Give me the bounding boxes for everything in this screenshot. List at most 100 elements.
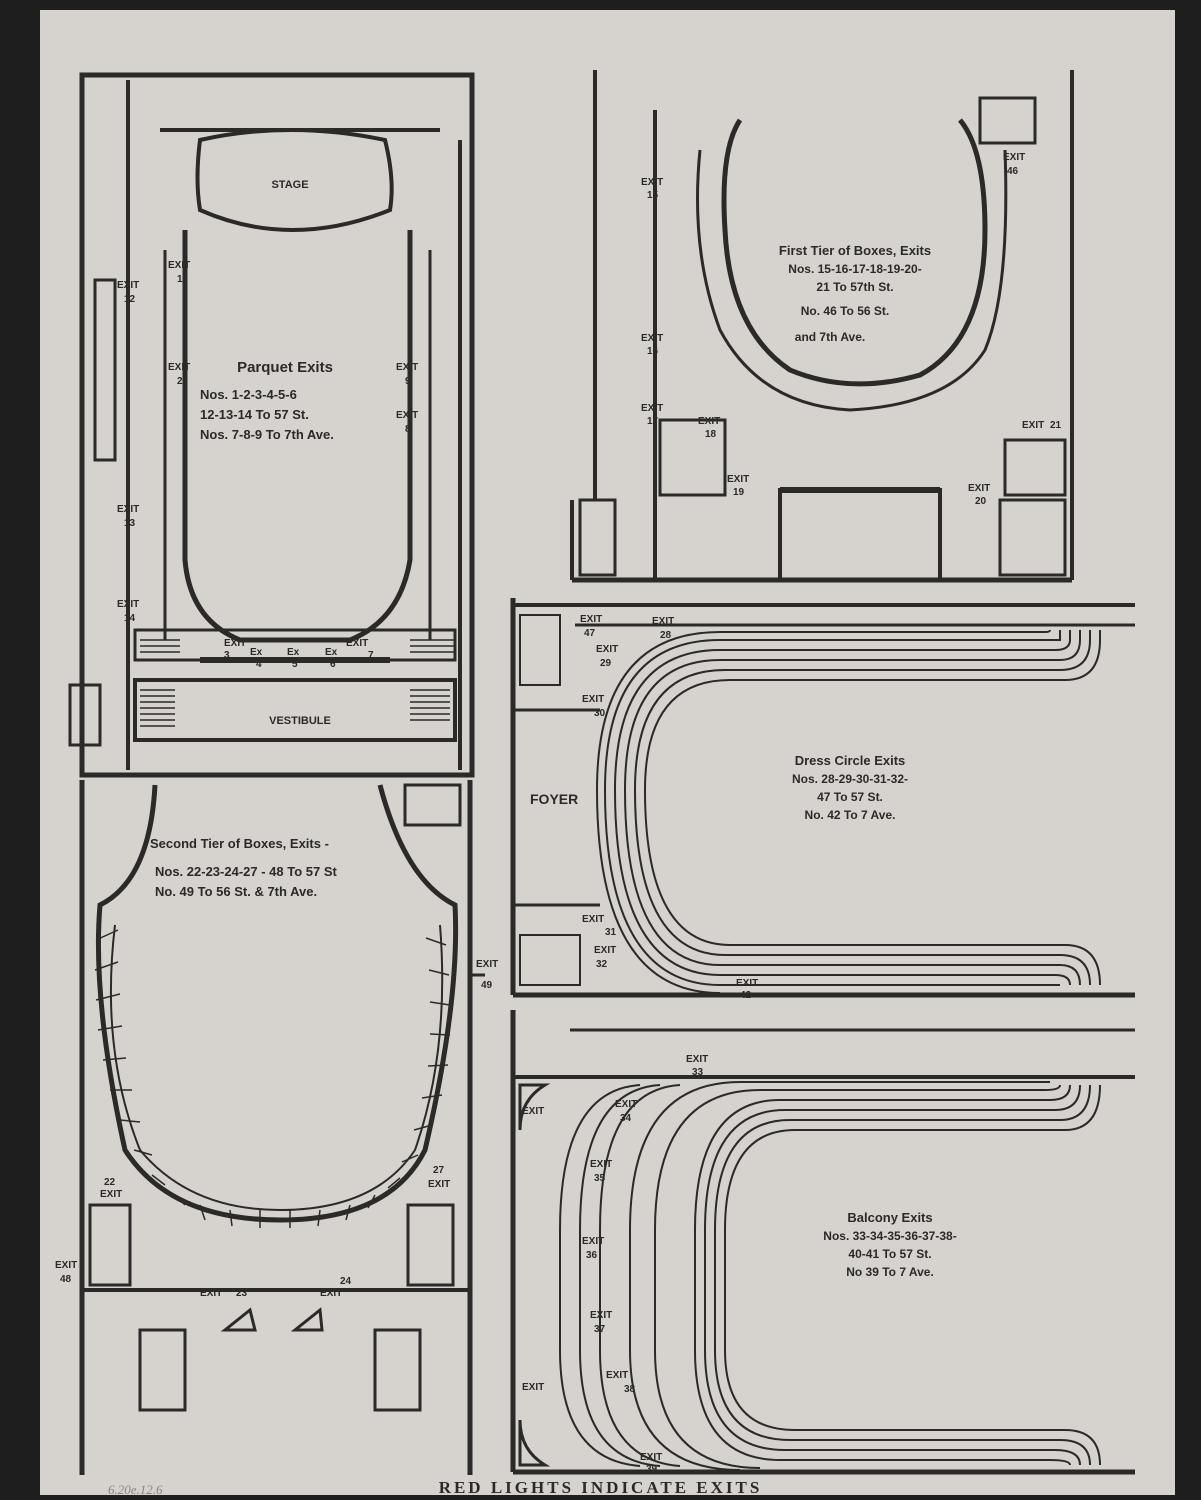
- exit-word: EXIT: [522, 1106, 544, 1117]
- parquet-title: Parquet Exits: [237, 359, 333, 376]
- first-tier-plan: First Tier of Boxes, Exits Nos. 15-16-17…: [570, 70, 1074, 583]
- exit-word: EXIT: [117, 280, 139, 291]
- exit-number: 12: [124, 294, 136, 305]
- exit-word: EXIT: [168, 260, 190, 271]
- exit-word: EXIT: [652, 616, 674, 627]
- exit-word: EXIT: [640, 1452, 662, 1463]
- first-tier-line-2: 21 To 57th St.: [816, 280, 893, 294]
- balcony-line-1: Nos. 33-34-35-36-37-38-: [823, 1229, 956, 1243]
- exit-number: 29: [600, 658, 612, 669]
- exit-word: EXIT: [168, 362, 190, 373]
- ex-word: Ex: [325, 647, 338, 658]
- exit-word: EXIT: [698, 416, 720, 427]
- exit-number: 9: [405, 376, 411, 387]
- exit-number: 49: [481, 980, 493, 991]
- exit-number: 22: [104, 1177, 116, 1188]
- exit-number: 24: [340, 1276, 352, 1287]
- second-tier-title: Second Tier of Boxes, Exits -: [150, 836, 329, 851]
- exit-word: EXIT: [200, 1288, 222, 1299]
- exit-word: EXIT: [582, 1236, 604, 1247]
- exit-number: 34: [620, 1113, 632, 1124]
- exit-word: EXIT: [594, 945, 616, 956]
- dress-circle-plan: Dress Circle Exits Nos. 28-29-30-31-32- …: [510, 598, 1135, 1001]
- first-tier-line-3: No. 46 To 56 St.: [801, 304, 889, 318]
- exit-number: 39: [646, 1464, 658, 1475]
- exit-word: EXIT: [117, 599, 139, 610]
- exit-number: 1: [177, 274, 183, 285]
- exit-number: 5: [292, 659, 298, 670]
- stage-label: STAGE: [271, 179, 308, 191]
- foyer-label: FOYER: [530, 791, 578, 807]
- exit-number: 16: [647, 346, 659, 357]
- exit-number: 6: [330, 659, 336, 670]
- dress-circle-line-2: 47 To 57 St.: [817, 790, 883, 804]
- first-tier-line-1: Nos. 15-16-17-18-19-20-: [788, 262, 921, 276]
- vestibule-label: VESTIBULE: [269, 715, 331, 727]
- exit-word: EXIT: [1022, 420, 1044, 431]
- exit-number: 3: [224, 650, 230, 661]
- exit-word: EXIT: [1003, 152, 1025, 163]
- ex-word: Ex: [287, 647, 300, 658]
- second-tier-line-1: Nos. 22-23-24-27 - 48 To 57 St: [155, 864, 338, 879]
- exit-word: EXIT: [320, 1288, 342, 1299]
- exit-word: EXIT: [396, 410, 418, 421]
- balcony-line-2: 40-41 To 57 St.: [848, 1247, 931, 1261]
- exit-number: 27: [433, 1165, 445, 1176]
- exit-word: EXIT: [736, 978, 758, 989]
- exit-number: 42: [740, 990, 752, 1001]
- first-tier-title: First Tier of Boxes, Exits: [779, 243, 931, 258]
- exit-number: 14: [124, 613, 136, 624]
- exit-word: EXIT: [968, 483, 990, 494]
- catalog-note: 6.20e.12.6: [108, 1482, 163, 1497]
- parquet-line-1: Nos. 1-2-3-4-5-6: [200, 387, 297, 402]
- second-tier-plan: Second Tier of Boxes, Exits - Nos. 22-23…: [55, 780, 498, 1475]
- exit-word: EXIT: [641, 403, 663, 414]
- exit-number: 46: [1007, 166, 1019, 177]
- exit-number: 18: [705, 429, 717, 440]
- exit-word: EXIT: [615, 1099, 637, 1110]
- exit-number: 30: [594, 708, 606, 719]
- second-tier-line-2: No. 49 To 56 St. & 7th Ave.: [155, 884, 317, 899]
- exit-word: EXIT: [117, 504, 139, 515]
- exit-number: 31: [605, 927, 617, 938]
- exit-number: 33: [692, 1067, 704, 1078]
- exit-word: EXIT: [596, 644, 618, 655]
- exit-word: EXIT: [606, 1370, 628, 1381]
- exit-word: EXIT: [346, 638, 368, 649]
- footer-caption: RED LIGHTS INDICATE EXITS: [438, 1478, 763, 1497]
- exit-number: 47: [584, 628, 596, 639]
- parquet-line-2: 12-13-14 To 57 St.: [200, 407, 309, 422]
- parquet-line-3: Nos. 7-8-9 To 7th Ave.: [200, 427, 334, 442]
- exit-word: EXIT: [590, 1310, 612, 1321]
- exit-number: 19: [733, 487, 745, 498]
- exit-word: EXIT: [641, 333, 663, 344]
- exit-word: EXIT: [590, 1159, 612, 1170]
- exit-word: EXIT: [522, 1382, 544, 1393]
- exit-word: EXIT: [476, 959, 498, 970]
- dress-circle-line-1: Nos. 28-29-30-31-32-: [792, 772, 908, 786]
- parquet-plan: STAGE VESTIBULE Parquet Exits Nos. 1-2-3…: [68, 72, 475, 778]
- exit-word: EXIT: [641, 177, 663, 188]
- balcony-plan: Balcony Exits Nos. 33-34-35-36-37-38- 40…: [510, 1010, 1135, 1475]
- exit-word: EXIT: [55, 1260, 77, 1271]
- exit-number: 17: [647, 416, 659, 427]
- exit-word: EXIT: [686, 1054, 708, 1065]
- balcony-title: Balcony Exits: [847, 1210, 932, 1225]
- dress-circle-title: Dress Circle Exits: [795, 753, 906, 768]
- exit-number: 38: [624, 1384, 636, 1395]
- exit-number: 21: [1050, 420, 1062, 431]
- exit-number: 28: [660, 630, 672, 641]
- exit-word: EXIT: [582, 694, 604, 705]
- exit-number: 20: [975, 496, 987, 507]
- dress-circle-line-3: No. 42 To 7 Ave.: [805, 808, 896, 822]
- exit-word: EXIT: [100, 1189, 122, 1200]
- exit-number: 36: [586, 1250, 598, 1261]
- exit-word: EXIT: [396, 362, 418, 373]
- exit-number: 23: [236, 1288, 248, 1299]
- exit-number: 15: [647, 190, 659, 201]
- exit-number: 8: [405, 424, 411, 435]
- exit-word: EXIT: [428, 1179, 450, 1190]
- exit-number: 48: [60, 1274, 72, 1285]
- first-tier-line-4: and 7th Ave.: [795, 330, 865, 344]
